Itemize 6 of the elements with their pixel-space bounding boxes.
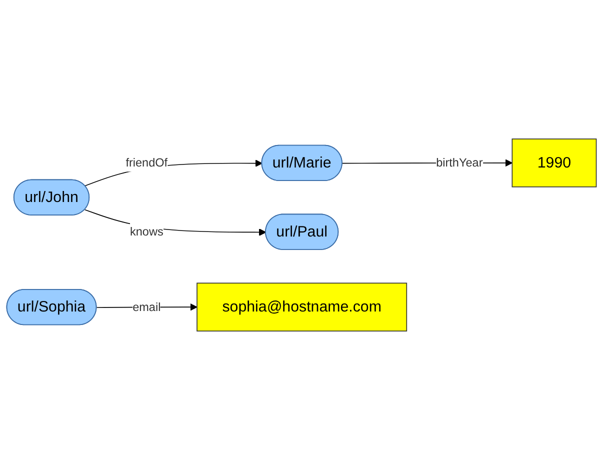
edge-label: friendOf [126,156,168,170]
edge-label: knows [130,224,164,238]
node-box: 1990 [512,138,597,188]
node-box: sophia@hostname.com [196,282,408,332]
edge-label: email [132,300,161,314]
edge-label: birthYear [436,156,483,170]
